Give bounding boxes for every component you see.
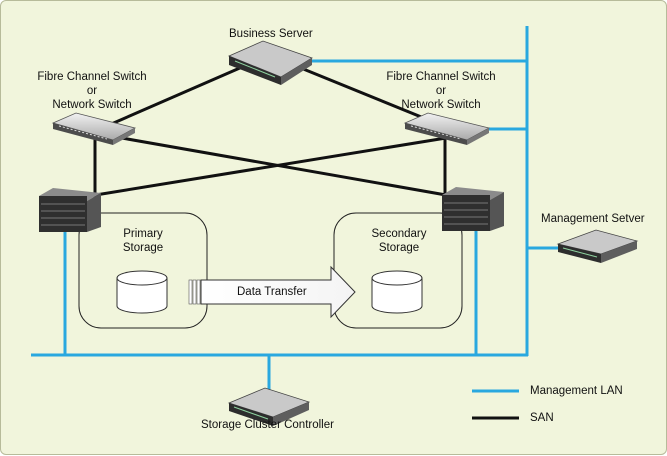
san-lines (70, 62, 464, 201)
primary-storage-label-line1: Primary (123, 228, 163, 240)
left-switch-label-line1: Fibre Channel Switch (37, 71, 147, 83)
secondary-disk-icon (371, 270, 423, 314)
storage-cluster-controller-label: Storage Cluster Controller (201, 419, 334, 431)
left-switch-device (51, 112, 137, 145)
right-switch-label: Fibre Channel Switch or Network Switch (386, 70, 496, 112)
primary-disk-icon (116, 270, 168, 314)
data-transfer-arrow (188, 265, 356, 319)
secondary-storage-array (442, 187, 504, 231)
secondary-storage-label-line1: Secondary (371, 228, 427, 240)
primary-storage-array (39, 188, 101, 232)
left-switch-label-line3: Network Switch (52, 99, 132, 111)
storage-cluster-controller-device (227, 387, 311, 426)
right-switch-label-line1: Fibre Channel Switch (386, 71, 496, 83)
secondary-storage-label: Secondary Storage (362, 227, 436, 255)
data-transfer-label: Data Transfer (237, 286, 307, 298)
management-server-device (556, 229, 639, 263)
management-server-label: Management Setver (541, 213, 645, 225)
left-switch-label: Fibre Channel Switch or Network Switch (37, 70, 147, 112)
primary-storage-box (78, 212, 208, 329)
business-server-device (227, 40, 313, 85)
business-server-label: Business Server (229, 28, 313, 40)
management-lan-lines (31, 26, 559, 391)
right-switch-label-line3: Network Switch (401, 99, 481, 111)
left-switch-label-line2: or (86, 85, 98, 97)
right-switch-label-line2: or (435, 85, 447, 97)
secondary-storage-label-line2: Storage (378, 242, 420, 254)
legend-management-lan-label: Management LAN (530, 385, 623, 397)
right-switch-device (403, 112, 491, 145)
primary-storage-label-line2: Storage (122, 242, 164, 254)
primary-storage-label: Primary Storage (113, 227, 173, 255)
legend-san-label: SAN (530, 412, 554, 424)
